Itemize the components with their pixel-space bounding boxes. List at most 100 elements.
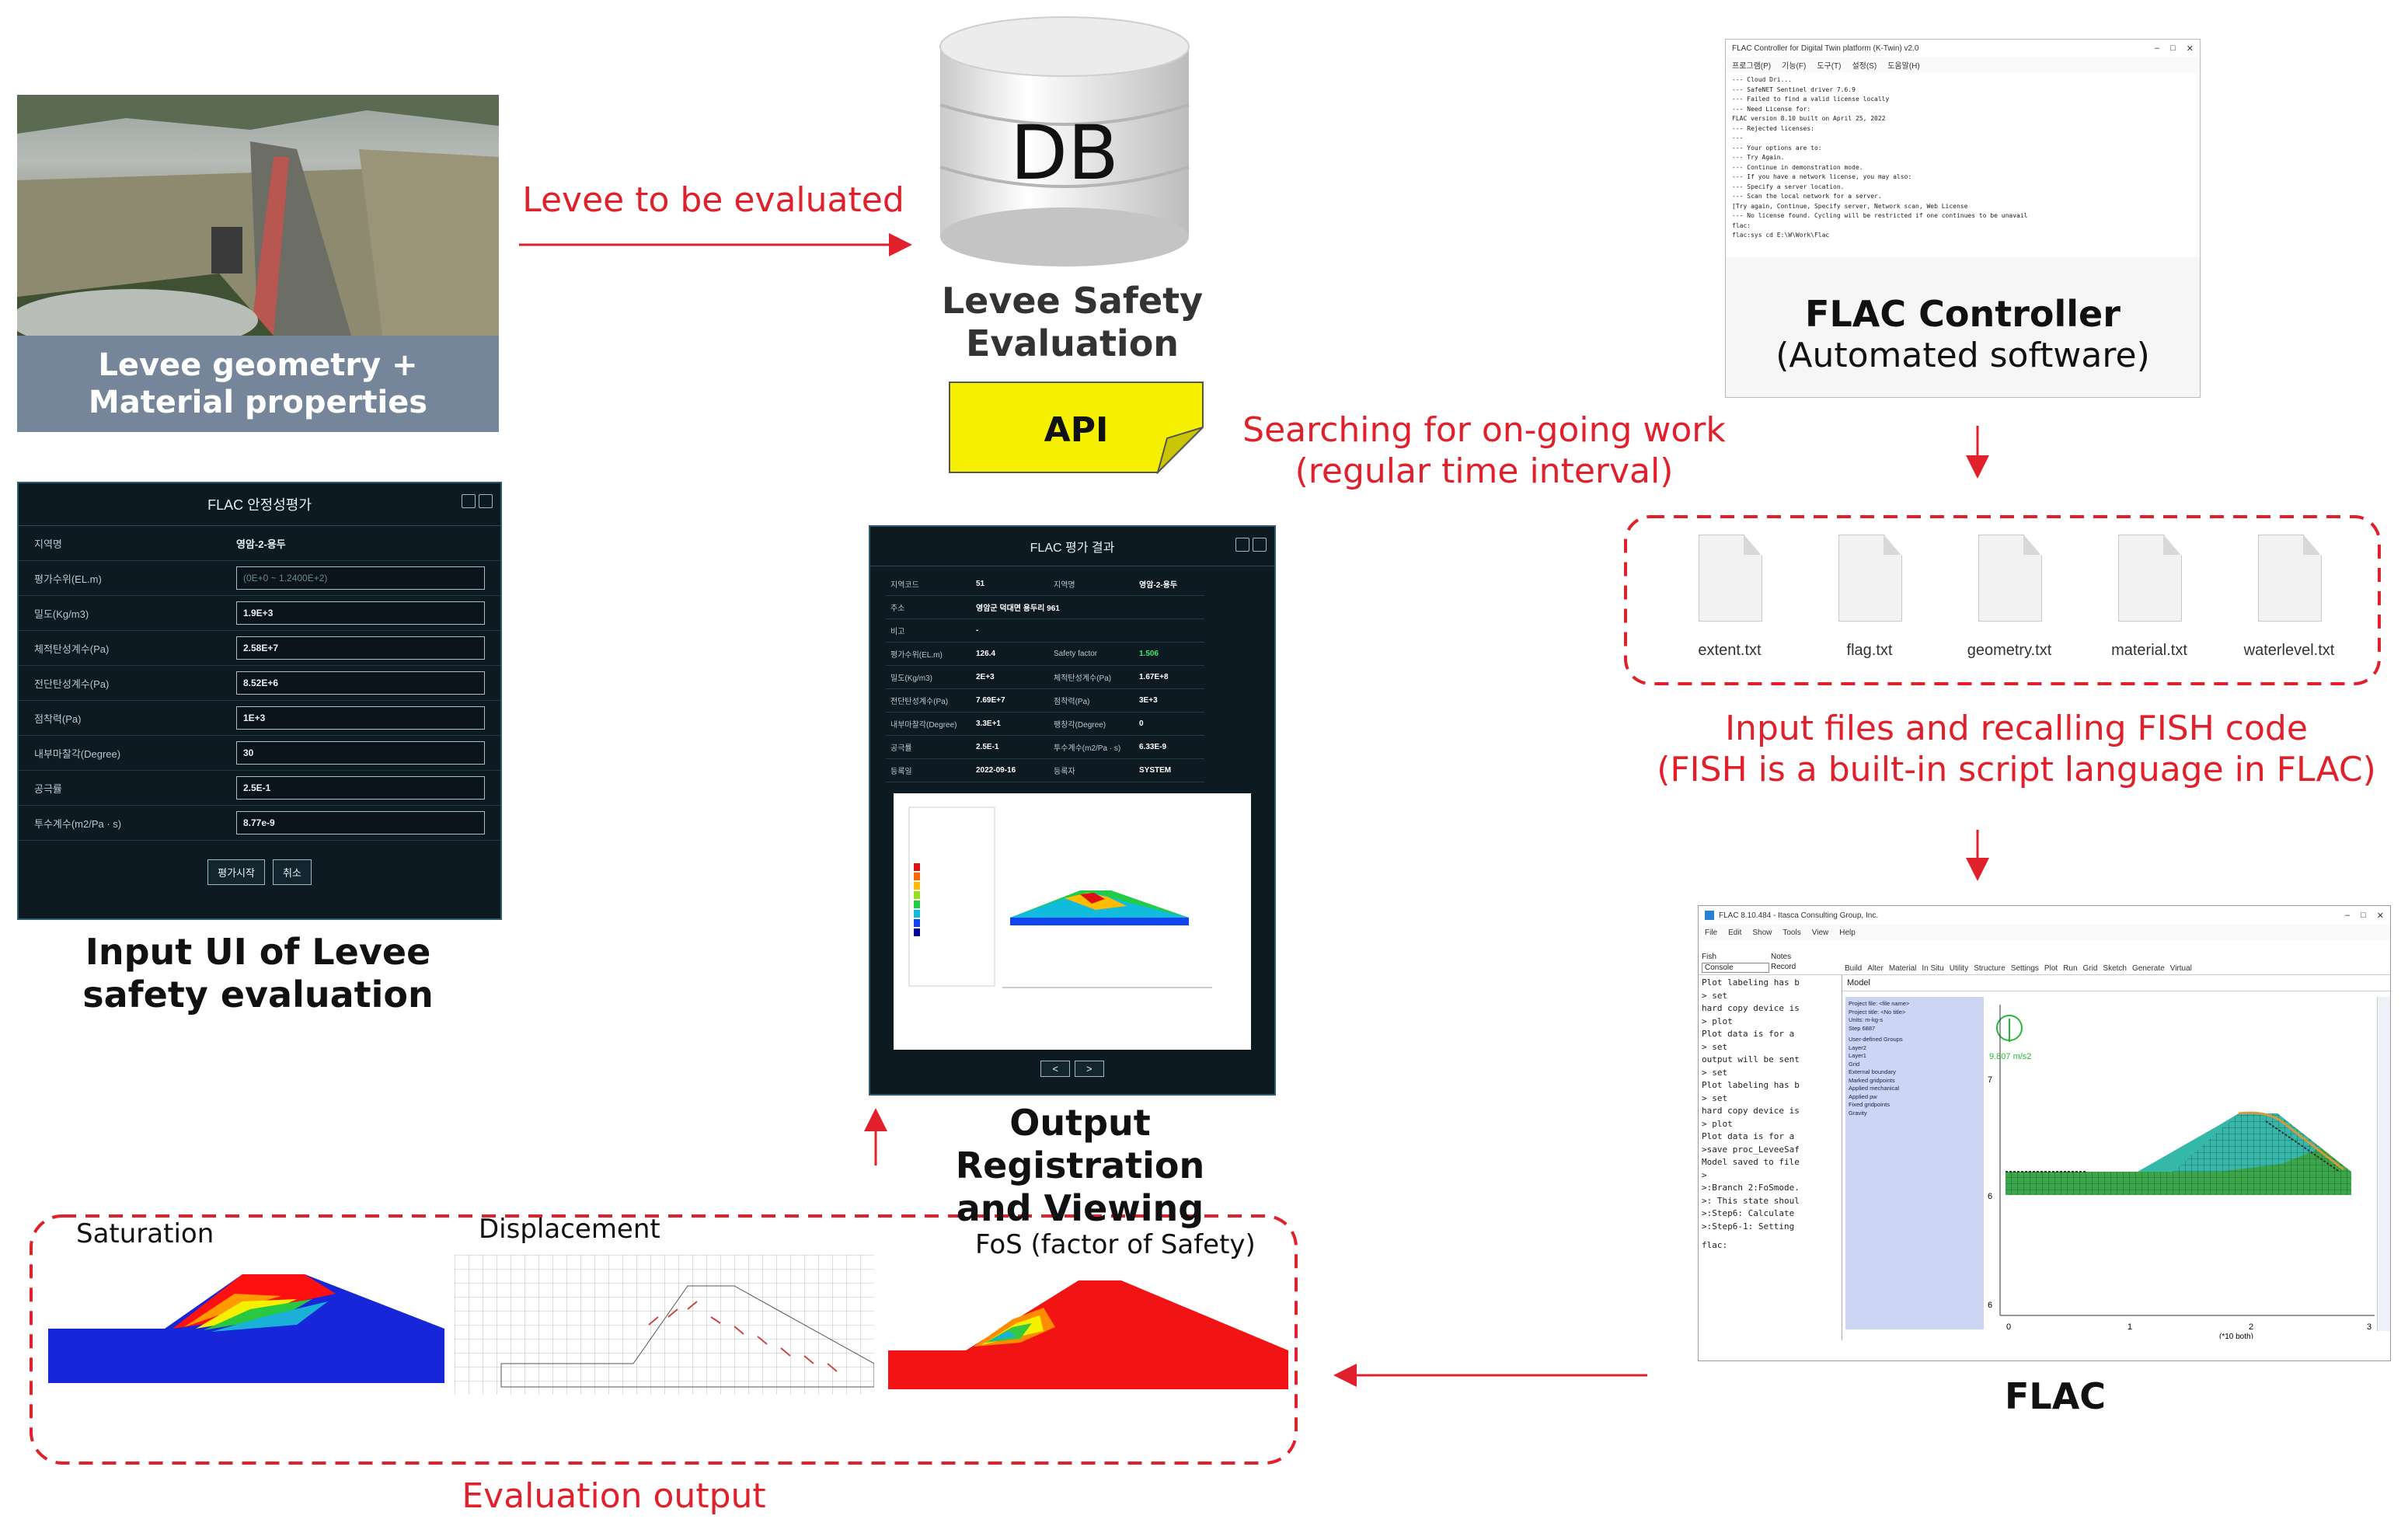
shear-modulus-field[interactable]: 8.52E+6	[236, 671, 485, 695]
saturation-label: Saturation	[76, 1218, 214, 1249]
x-tick: 0	[2006, 1322, 2011, 1332]
legend-item: User-defined Groups	[1849, 1036, 1903, 1043]
ribbon-virtual[interactable]: Virtual	[2169, 964, 2192, 973]
close-icon[interactable]: ✕	[2186, 44, 2194, 54]
result-panel-title: FLAC 평가 결과	[870, 527, 1274, 566]
file-waterlevel[interactable]: waterlevel.txt	[2244, 535, 2334, 659]
minimize-icon[interactable]: –	[2345, 910, 2351, 920]
close-icon[interactable]	[1253, 538, 1267, 552]
next-page-button[interactable]: >	[1075, 1061, 1104, 1077]
flac-console[interactable]: Plot labeling has b > set hard copy devi…	[1699, 975, 1842, 1340]
ribbon-plot[interactable]: Plot	[2044, 964, 2058, 973]
photo-caption-line1: Levee geometry +	[98, 347, 418, 383]
controller-menu-function[interactable]: 기능(F)	[1782, 61, 1807, 71]
flac-menu-show[interactable]: Show	[1752, 928, 1772, 937]
controller-menu-program[interactable]: 프로그램(P)	[1732, 61, 1772, 71]
density-field[interactable]: 1.9E+3	[236, 601, 485, 625]
ribbon-alter[interactable]: Alter	[1867, 964, 1884, 973]
fos-label: FoS (factor of Safety)	[975, 1229, 1256, 1260]
ribbon-sketch[interactable]: Sketch	[2103, 964, 2127, 973]
flac-menu-tools[interactable]: Tools	[1782, 928, 1801, 937]
flac-menu-view[interactable]: View	[1811, 928, 1829, 937]
ribbon-generate[interactable]: Generate	[2132, 964, 2165, 973]
log-line: ---	[1732, 134, 1744, 141]
ribbon-material[interactable]: Material	[1888, 964, 1917, 973]
flac-menu-edit[interactable]: Edit	[1728, 928, 1742, 937]
controller-titlebar: FLAC Controller for Digital Twin platfor…	[1726, 40, 2200, 57]
close-icon[interactable]	[479, 494, 493, 508]
input-ui-caption: Input UI of Levee safety evaluation	[17, 931, 499, 1016]
input-row-bulk: 체적탄성계수(Pa)2.58E+7	[19, 631, 500, 666]
controller-menu-help[interactable]: 도움말(H)	[1887, 61, 1920, 71]
legend-item: Project file: <file name>	[1849, 1000, 1910, 1007]
ribbon-build[interactable]: Build	[1845, 964, 1863, 973]
flac-left-tabs: Fish Notes Console Record	[1699, 951, 1842, 974]
ribbon-utility[interactable]: Utility	[1949, 964, 1969, 973]
friction-angle-field[interactable]: 30	[236, 741, 485, 765]
minimize-icon[interactable]	[1235, 538, 1249, 552]
porosity-field[interactable]: 2.5E-1	[236, 776, 485, 800]
log-line: --- Failed to find a valid license local…	[1732, 96, 1890, 103]
result-cell: 6.33E-9	[1134, 736, 1204, 759]
input-row-density: 밀도(Kg/m3)1.9E+3	[19, 596, 500, 631]
maximize-icon[interactable]: □	[2361, 910, 2366, 920]
controller-menubar: 프로그램(P) 기능(F) 도구(T) 설정(S) 도움말(H)	[1726, 57, 2200, 72]
y-tick: 7	[1988, 1075, 1992, 1085]
file-geometry[interactable]: geometry.txt	[1967, 535, 2051, 659]
console-prompt[interactable]: flac:	[1702, 1240, 1728, 1250]
tab-console[interactable]: Console	[1702, 963, 1769, 973]
prev-page-button[interactable]: <	[1040, 1061, 1070, 1077]
flac-menu-help[interactable]: Help	[1839, 928, 1856, 937]
ribbon-settings[interactable]: Settings	[2010, 964, 2039, 973]
close-icon[interactable]: ✕	[2376, 911, 2384, 921]
tab-fish[interactable]: Fish	[1702, 953, 1716, 961]
result-cell: 1.67E+8	[1134, 666, 1204, 689]
flac-menu-file[interactable]: File	[1705, 928, 1718, 937]
result-cell: 밀도(Kg/m3)	[886, 666, 971, 689]
result-cell: 등록일	[886, 759, 971, 782]
minimize-icon[interactable]: –	[2155, 43, 2160, 53]
maximize-icon[interactable]: □	[2170, 43, 2176, 53]
permeability-field[interactable]: 8.77e-9	[236, 811, 485, 834]
console-line: > plot	[1702, 1118, 1733, 1129]
tab-notes[interactable]: Notes	[1771, 953, 1792, 961]
minimize-icon[interactable]	[462, 494, 476, 508]
console-line: Plot labeling has b	[1702, 1080, 1800, 1090]
result-cell: 0	[1134, 712, 1204, 736]
bulk-modulus-field[interactable]: 2.58E+7	[236, 636, 485, 660]
displacement-label: Displacement	[479, 1214, 660, 1245]
tab-record[interactable]: Record	[1771, 963, 1796, 971]
console-line: >:Branch 2:FoSmode.	[1702, 1183, 1800, 1193]
file-flag[interactable]: flag.txt	[1831, 535, 1908, 659]
controller-menu-settings[interactable]: 설정(S)	[1852, 61, 1877, 71]
ribbon-insitu[interactable]: In Situ	[1922, 964, 1944, 973]
file-name: geometry.txt	[1967, 642, 2052, 659]
row-key: 점착력(Pa)	[34, 712, 82, 725]
ribbon-grid[interactable]: Grid	[2082, 964, 2098, 973]
cohesion-field[interactable]: 1E+3	[236, 706, 485, 730]
result-panel-title-text: FLAC 평가 결과	[1030, 542, 1115, 555]
log-line: --- SafeNET Sentinel driver 7.6.9	[1732, 85, 1856, 93]
file-material[interactable]: material.txt	[2110, 535, 2188, 659]
result-cell: 체적탄성계수(Pa)	[1049, 666, 1134, 689]
levee-photo	[17, 95, 499, 336]
result-pager: < >	[870, 1061, 1274, 1077]
controller-menu-tools[interactable]: 도구(T)	[1817, 61, 1842, 71]
waterlevel-field[interactable]: (0E+0 ~ 1.2400E+2)	[236, 566, 485, 590]
console-line: hard copy device is	[1702, 1003, 1800, 1013]
flac-side-toolbar[interactable]	[2377, 997, 2390, 1331]
file-extent[interactable]: extent.txt	[1691, 535, 1769, 659]
console-line: >	[1702, 1169, 1707, 1180]
start-evaluation-button[interactable]: 평가시작	[207, 859, 265, 885]
result-plot-area	[894, 793, 1251, 1050]
cancel-button[interactable]: 취소	[272, 859, 312, 885]
ribbon-run[interactable]: Run	[2063, 964, 2078, 973]
result-cell: 점착력(Pa)	[1049, 689, 1134, 712]
output-reg-caption: Output Registration and Viewing	[894, 1102, 1267, 1231]
row-key: 전단탄성계수(Pa)	[34, 678, 110, 690]
result-cell: 영암-2-용두	[1134, 573, 1204, 596]
ribbon-structure[interactable]: Structure	[1974, 964, 2006, 973]
